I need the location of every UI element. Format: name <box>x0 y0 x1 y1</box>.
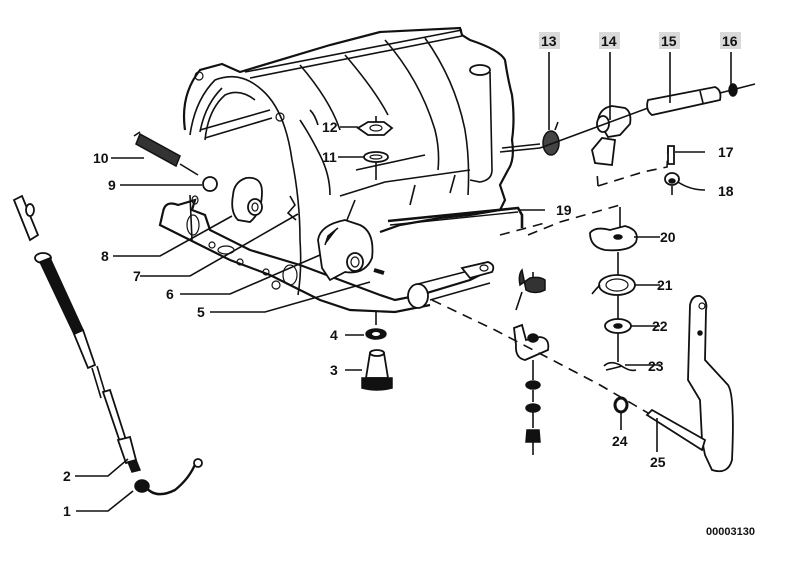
part-14-lever <box>591 105 632 166</box>
callout-11[interactable]: 11 <box>322 149 337 165</box>
bracket-dashed-outline <box>499 147 669 236</box>
part-13-spring <box>542 121 560 156</box>
callout-14-highlight <box>599 32 620 49</box>
callout-5[interactable]: 5 <box>197 304 205 320</box>
callout-17[interactable]: 17 <box>718 144 734 160</box>
callout-labels: 1 2 3 4 5 6 7 8 9 10 11 12 13 14 15 16 1… <box>63 32 755 538</box>
callout-3[interactable]: 3 <box>330 362 338 378</box>
part-16-ring <box>719 83 756 97</box>
part-15-shaft <box>646 86 722 116</box>
callout-18[interactable]: 18 <box>718 183 734 199</box>
shift-cable <box>12 194 203 496</box>
callout-4[interactable]: 4 <box>330 327 338 343</box>
callout-21[interactable]: 21 <box>657 277 673 293</box>
part-10-spring <box>133 131 199 176</box>
part-22-washer <box>604 295 632 334</box>
part-24-ring <box>613 396 629 414</box>
callout-10[interactable]: 10 <box>93 150 109 166</box>
callout-15-highlight <box>659 32 680 49</box>
callout-9[interactable]: 9 <box>108 177 116 193</box>
callout-7[interactable]: 7 <box>133 268 141 284</box>
callout-20[interactable]: 20 <box>660 229 676 245</box>
part-12-nut <box>356 116 394 136</box>
callout-25[interactable]: 25 <box>650 454 666 470</box>
part-3-plug <box>361 349 393 391</box>
callout-23[interactable]: 23 <box>648 358 664 374</box>
part-9-ring <box>202 176 218 192</box>
callout-12[interactable]: 12 <box>322 119 338 135</box>
leader-lines <box>75 52 732 512</box>
part-11-washer <box>363 151 389 180</box>
part-25-lever <box>645 295 734 473</box>
callout-24[interactable]: 24 <box>612 433 628 449</box>
callout-8[interactable]: 8 <box>101 248 109 264</box>
part-17-pin <box>667 145 675 165</box>
part-20-plate <box>589 207 638 252</box>
dashed-line-upper <box>527 204 621 236</box>
transmission-housing <box>182 26 541 296</box>
part-21-spring <box>591 252 636 296</box>
shaft-axis-line <box>539 107 649 149</box>
callout-22[interactable]: 22 <box>652 318 668 334</box>
callout-1[interactable]: 1 <box>63 503 71 519</box>
middle-lever-assembly <box>513 268 550 455</box>
part-4-washer <box>365 312 387 340</box>
dashed-line-diagonal <box>431 299 661 421</box>
part-19-rod <box>387 206 524 228</box>
callout-16[interactable]: 16 <box>722 33 738 49</box>
part-23-clip <box>603 333 637 372</box>
part-18-nut <box>664 172 680 195</box>
callout-19[interactable]: 19 <box>556 202 572 218</box>
image-code: 00003130 <box>706 526 755 538</box>
side-bracket <box>158 176 495 314</box>
callout-6[interactable]: 6 <box>166 286 174 302</box>
callout-2[interactable]: 2 <box>63 468 71 484</box>
callout-14[interactable]: 14 <box>601 33 617 49</box>
callout-16-highlight <box>720 32 741 49</box>
callout-13-highlight <box>539 32 560 49</box>
callout-13[interactable]: 13 <box>541 33 557 49</box>
callout-15[interactable]: 15 <box>661 33 677 49</box>
